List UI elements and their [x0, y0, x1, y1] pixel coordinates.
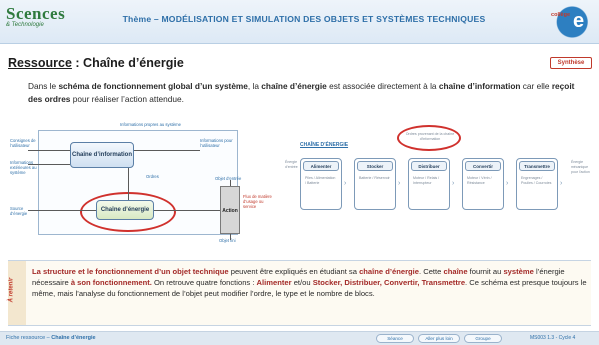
cell-text: Engrenages / Poulies / Courroies [521, 176, 552, 185]
energy-chain-diagram: Ordres provenant de la chaîne d’informat… [285, 120, 595, 230]
chevron-right-icon: › [560, 180, 563, 187]
label-source-energie: Source d’énergie [10, 206, 28, 216]
cell-label: Transmettre [519, 161, 555, 171]
chevron-right-icon: › [452, 180, 455, 187]
arrow-ordres [128, 168, 129, 200]
info-chain-box: Chaîne d’information [70, 142, 134, 168]
intro-text: pour réaliser l’action attendue. [70, 94, 184, 104]
cell-label: Alimenter [303, 161, 339, 171]
cell-text: Batterie / Réservoir [359, 176, 390, 180]
system-diagram: Consignes de l’utilisateur Informations … [10, 120, 278, 250]
intro-text: car elle [520, 81, 552, 91]
remember-label: À retenir [8, 277, 15, 303]
cell-text: Moteur / Vérin / Résistance [467, 176, 492, 185]
logo-letters-b: ences [24, 4, 66, 23]
orders-note: Ordres provenant de la chaîne d’informat… [405, 132, 455, 141]
footer-label: Fiche ressource – Chaîne d’énergie [6, 335, 96, 341]
badge-text: collège [551, 12, 570, 18]
intro-bold: chaîne d’énergie [261, 81, 327, 91]
footer-ref: MS003 1.3 - Cycle 4 [530, 335, 576, 341]
footer-label-b: Chaîne d’énergie [51, 335, 96, 341]
chevron-right-icon: › [506, 180, 509, 187]
note-highlight: La structure et le fonctionnement d’un o… [32, 267, 229, 276]
note-text: l’énergie nécessaire [32, 267, 565, 287]
label-infos-exterieures: Informations extérieures au système [10, 160, 37, 175]
arrow-infos-user [134, 150, 200, 151]
arrow-entree [230, 180, 231, 186]
intro-text: , la [247, 81, 262, 91]
chain-cell-distribuer: Distribuer Moteur / Relais / Interrupteu… [408, 158, 450, 210]
badge-letter: e [573, 10, 585, 32]
orders-highlight-ellipse [397, 125, 461, 151]
header-bar: Scences & Technologie Thème – MODÉLISATI… [0, 0, 599, 44]
chain-title: CHAÎNE D’ÉNERGIE [300, 142, 349, 148]
page-title: Ressource : Chaîne d’énergie [8, 56, 184, 70]
intro-text: est associée directement à la [326, 81, 439, 91]
label-consignes: Consignes de l’utilisateur [10, 138, 36, 148]
label-sortie: Objet fini [219, 238, 236, 243]
title-prefix: Ressource [8, 56, 72, 70]
note-highlight: Stocker, Distribuer, Convertir, Transmet… [312, 278, 466, 287]
arrow-sortie [230, 234, 231, 240]
cell-label: Distribuer [411, 161, 447, 171]
logo-subtitle: & Technologie [6, 22, 44, 28]
college-badge-logo: collège e [548, 5, 592, 39]
remember-text: La structure et le fonctionnement d’un o… [32, 266, 587, 299]
title-rest: : Chaîne d’énergie [71, 56, 184, 70]
intro-text: Dans le [28, 81, 59, 91]
arrow-consignes [28, 150, 70, 151]
nav-groupe-button[interactable]: Groupe [464, 334, 502, 343]
remember-side: À retenir [8, 261, 26, 325]
note-text: On retrouve quatre fonctions : [151, 278, 257, 287]
cell-text: Piles / Alimentation / Batterie [305, 176, 336, 185]
nav-seance-button[interactable]: Séance [376, 334, 414, 343]
note-text: fournit au [467, 267, 504, 276]
label-entree: Objet d’entrée [215, 176, 242, 181]
intro-bold: schéma de fonctionnement global d’un sys… [58, 81, 248, 91]
chain-cell-alimenter: Alimenter Piles / Alimentation / Batteri… [300, 158, 342, 210]
chain-input-note: Énergie d’entrée [285, 160, 298, 169]
note-highlight: Alimenter [256, 278, 292, 287]
chevron-right-icon: › [398, 180, 401, 187]
arrow-energie [28, 210, 96, 211]
sciences-logo: Scences & Technologie [6, 4, 76, 38]
label-effet: Flux de matière d’usage ou service [243, 194, 272, 209]
note-text: et/ou [291, 278, 313, 287]
note-text: peuvent être expliqués en étudiant sa [228, 267, 360, 276]
synthese-tag: Synthèse [550, 57, 592, 69]
intro-bold: reçoit des ordres [28, 81, 575, 104]
cell-text: Moteur / Relais / Interrupteur [413, 176, 440, 185]
chain-cell-convertir: Convertir Moteur / Vérin / Résistance [462, 158, 504, 210]
footer-label-a: Fiche ressource – [6, 335, 52, 341]
action-box: Action [220, 186, 240, 234]
label-info-top: Informations propres au système [120, 122, 181, 127]
note-text: . Ce schéma est presque toujours le même… [32, 278, 587, 298]
intro-paragraph: Dans le schéma de fonctionnement global … [28, 80, 588, 106]
logo-letters-a: Sc [6, 4, 24, 23]
arrow-infos-ext [28, 164, 70, 165]
note-highlight: chaîne d’énergie [359, 267, 419, 276]
chain-cell-stocker: Stocker Batterie / Réservoir [354, 158, 396, 210]
theme-title: Thème – MODÉLISATION ET SIMULATION DES O… [122, 14, 486, 24]
remember-box: À retenir La structure et le fonctionnem… [8, 260, 591, 326]
intro-bold: chaîne d’information [438, 81, 521, 91]
chain-output-note: Énergie mécanique pour l’action [571, 160, 590, 174]
chain-cell-transmettre: Transmettre Engrenages / Poulies / Courr… [516, 158, 558, 210]
cell-label: Stocker [357, 161, 393, 171]
nav-aller-plus-loin-button[interactable]: Aller plus loin [418, 334, 460, 343]
footer-bar: Fiche ressource – Chaîne d’énergie Séanc… [0, 331, 599, 345]
label-ordres: Ordres [146, 174, 159, 179]
label-infos-utilisateur: Informations pour l’utilisateur [200, 138, 233, 148]
note-highlight: chaîne [443, 267, 468, 276]
cell-label: Convertir [465, 161, 501, 171]
note-text: . Cette [419, 267, 444, 276]
note-highlight: système [503, 267, 534, 276]
chevron-right-icon: › [344, 180, 347, 187]
arrow-to-action [154, 210, 220, 211]
note-highlight: à son fonctionnement. [70, 278, 152, 287]
